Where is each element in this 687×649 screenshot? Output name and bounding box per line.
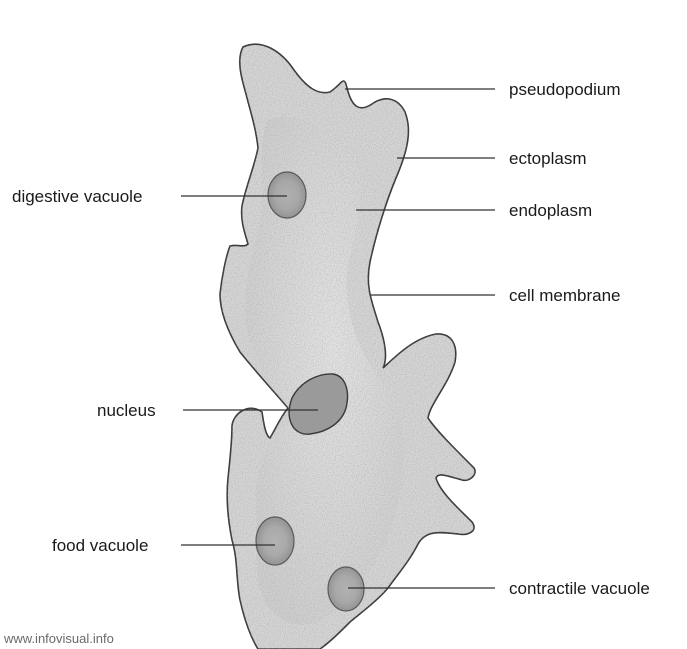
- label-nucleus: nucleus: [97, 401, 156, 420]
- cytoplasm-texture: [200, 30, 500, 649]
- source-credit: www.infovisual.info: [3, 631, 114, 646]
- contractile-vacuole-inner: [336, 576, 356, 602]
- food-vacuole-inner: [264, 526, 286, 556]
- label-endoplasm: endoplasm: [509, 201, 592, 220]
- label-digestive-vacuole: digestive vacuole: [12, 187, 142, 206]
- label-pseudopodium: pseudopodium: [509, 80, 621, 99]
- digestive-vacuole-inner: [276, 181, 298, 209]
- label-food-vacuole: food vacuole: [52, 536, 148, 555]
- label-ectoplasm: ectoplasm: [509, 149, 586, 168]
- label-cell-membrane: cell membrane: [509, 286, 621, 305]
- label-contractile-vacuole: contractile vacuole: [509, 579, 650, 598]
